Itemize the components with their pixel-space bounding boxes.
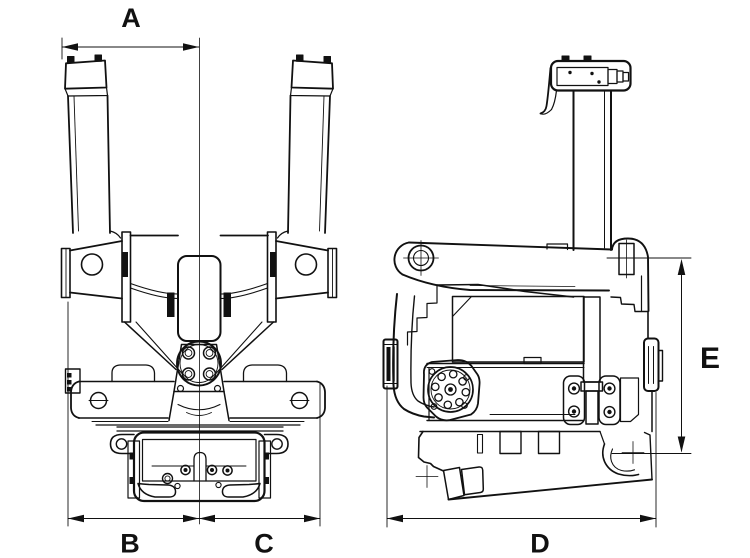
rear-pin-bumper <box>643 337 664 433</box>
center-bar-bolt-plates <box>562 296 640 426</box>
rotator-motor-flange <box>422 359 481 422</box>
front-right-arm <box>276 54 334 239</box>
front-quick-coupler <box>109 426 289 503</box>
front-view <box>60 37 338 527</box>
side-lower-jaw <box>415 414 653 501</box>
dimension-d <box>386 385 657 528</box>
hydraulic-swivel-manifold <box>173 340 225 393</box>
side-hook-arm <box>393 237 650 312</box>
dimension-e <box>606 257 692 454</box>
valve-block <box>64 368 81 394</box>
dimension-label-a: A <box>121 3 141 33</box>
right-pin-boss <box>294 253 318 276</box>
tilt-cradle <box>64 364 326 426</box>
dimension-label-d: D <box>530 529 550 558</box>
front-pin-bumper <box>382 338 399 390</box>
dimension-b-c <box>67 301 321 527</box>
dimension-label-c: C <box>254 529 274 558</box>
left-pin-boss <box>80 253 104 276</box>
top-connector-box <box>539 55 632 115</box>
mounting-post <box>572 89 612 251</box>
side-view <box>382 55 692 528</box>
dimension-label-e: E <box>700 342 720 375</box>
front-v-gussets <box>123 321 275 376</box>
front-left-arm <box>64 54 122 239</box>
dimension-label-b: B <box>120 529 140 558</box>
front-crossbar <box>60 231 338 342</box>
dimension-a <box>61 37 200 60</box>
